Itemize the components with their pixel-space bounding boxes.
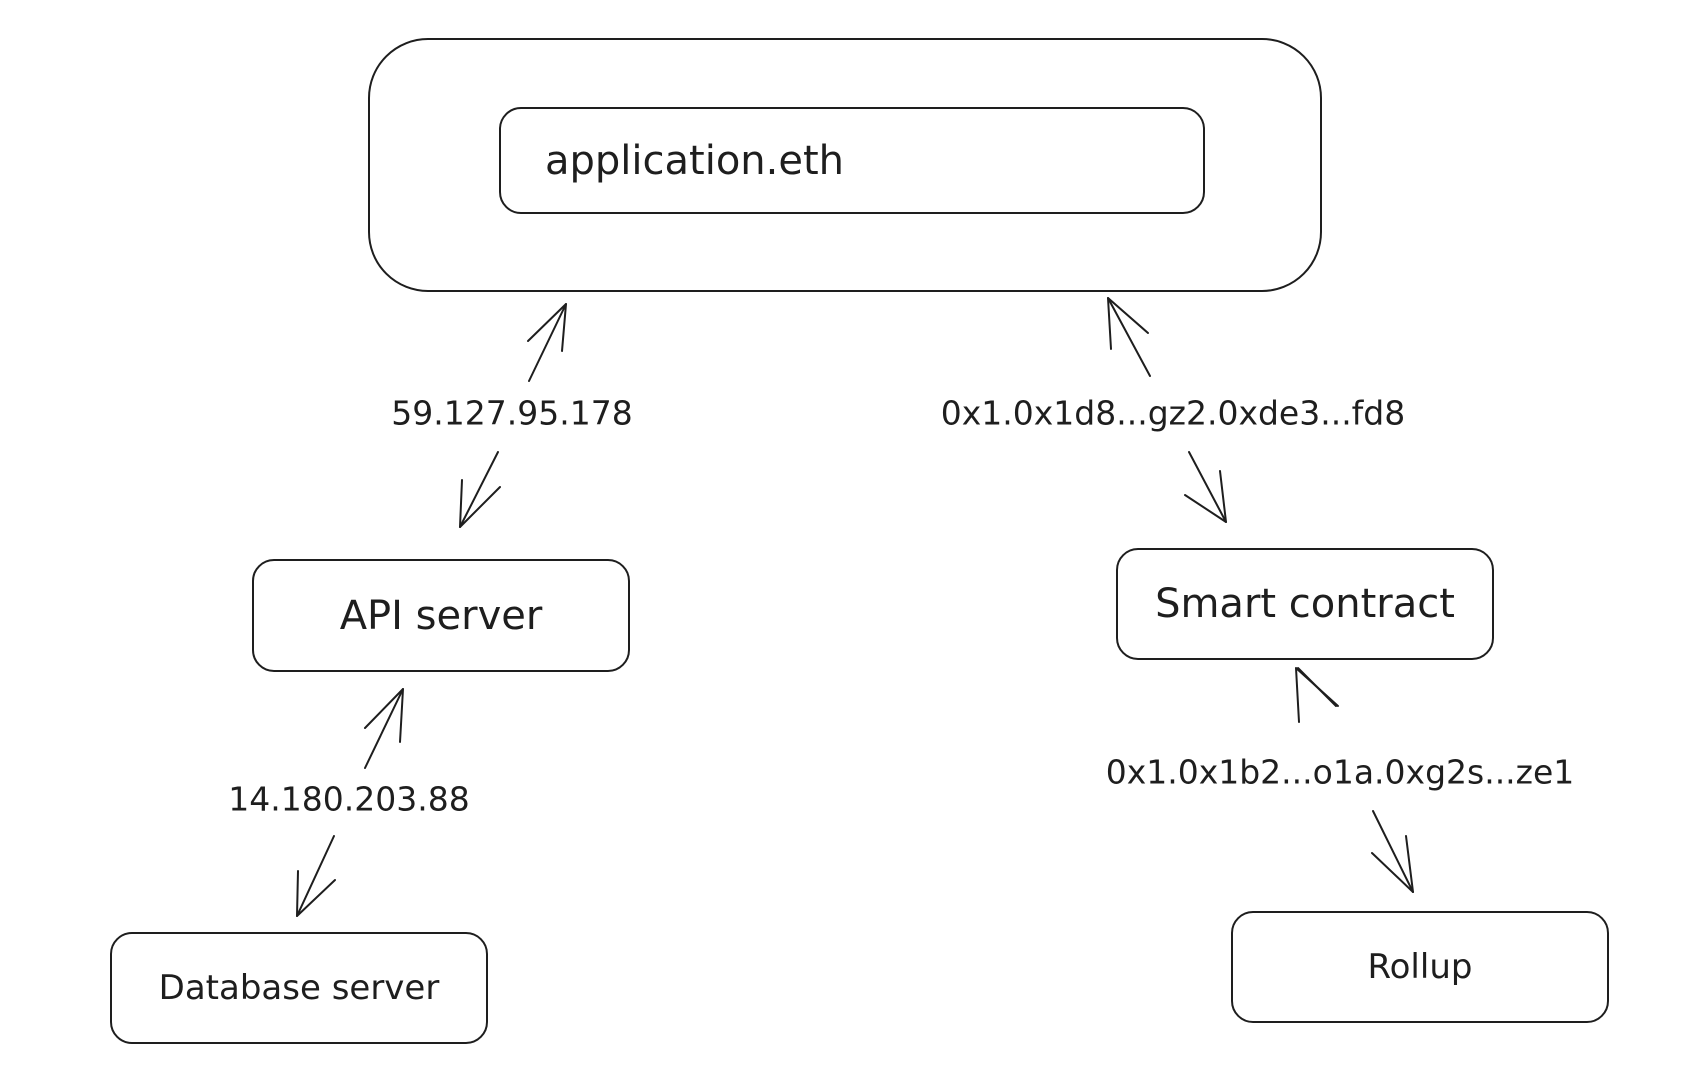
edge-label-api-application: 59.127.95.178 <box>391 393 633 433</box>
rollup-node-label: Rollup <box>1367 947 1473 987</box>
api-server-node[interactable]: API server <box>252 559 630 672</box>
application-container <box>368 38 1322 292</box>
smart-contract-node[interactable]: Smart contract <box>1116 548 1494 660</box>
application-node-label: application.eth <box>545 137 845 184</box>
application-node[interactable]: application.eth <box>499 107 1205 214</box>
edge-arrow-api-database <box>296 688 404 917</box>
edge-label-database-api: 14.180.203.88 <box>228 779 470 819</box>
smart-contract-node-label: Smart contract <box>1155 581 1455 627</box>
edge-arrow-application-smart <box>1107 297 1227 523</box>
database-server-node[interactable]: Database server <box>110 932 488 1044</box>
edge-arrow-application-api <box>459 303 567 528</box>
api-server-node-label: API server <box>339 592 543 639</box>
rollup-node[interactable]: Rollup <box>1231 911 1609 1023</box>
edge-arrow-smart-rollup <box>1295 667 1414 893</box>
edge-label-rollup-smart: 0x1.0x1b2...o1a.0xg2s...ze1 <box>1105 752 1575 792</box>
database-server-node-label: Database server <box>158 968 440 1008</box>
edge-label-smart-application: 0x1.0x1d8...gz2.0xde3...fd8 <box>940 393 1406 433</box>
